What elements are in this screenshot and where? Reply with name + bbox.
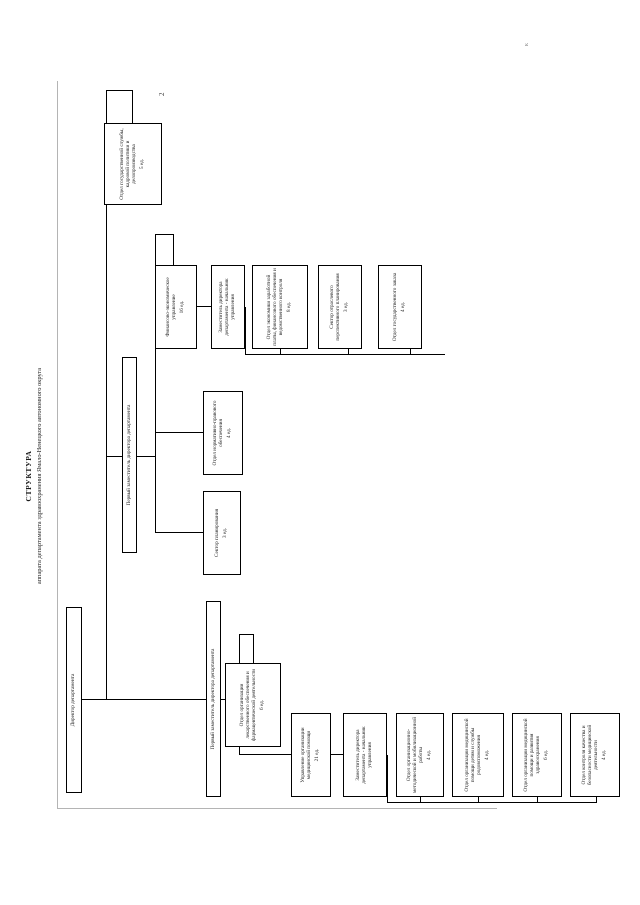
connector-to-med-help-management [239,754,291,755]
connector-to-pharma [239,634,253,635]
connector-to-first-deputy-left [106,699,206,700]
connector-apparat-spine [137,456,155,457]
node-first-deputy-left[interactable]: Первый заместитель директора департамент… [206,601,221,797]
connector-to-first-deputy-apparat [106,456,122,457]
node-state-service[interactable]: Отдел государственной службы, кадровой п… [104,123,162,205]
node-mother-child-count: 4 ед. [483,749,490,761]
node-sector-planning-branch-count: 3 ед. [342,301,349,313]
node-salary-economics-count: 8 ед. [285,301,292,313]
page-title: СТРУКТУРА [24,450,33,502]
corner-mark: к [524,43,530,46]
connector-mobilization-in [420,797,421,803]
node-finance-economy-count: 16 ед. [178,300,185,314]
node-deputy-dept-head-mgr[interactable]: Заместитель директора департамента - нач… [343,713,387,797]
node-deputy-dept-head-mgr-label: Заместитель директора департамента - нач… [355,726,373,784]
node-sector-planning-branch[interactable]: Сектор отраслевого перспективного планир… [318,265,362,349]
connector-normative-legal-drop [155,432,203,433]
node-mother-child-label: Отдел организации медицинской помощи дет… [464,718,482,792]
connector-sector-branch-in [348,349,349,355]
connector-finance-economy-in [173,234,174,265]
node-sector-planning-count: 3 ед. [222,527,228,539]
node-deputy-head-of-dept[interactable]: Заместитель директора департамента - нач… [211,265,245,349]
node-quality-control-count: 4 ед. [600,749,607,761]
node-first-deputy-apparat-label: Первый заместитель директора департамент… [125,404,132,506]
node-quality-control[interactable]: Отдел контроля качества и безопасности м… [570,713,620,797]
node-normative-legal[interactable]: Отдел нормативно-правового обеспечения 4… [203,391,243,475]
connector-med-sub-spine [331,754,343,755]
node-salary-economics-label: Отдел экономики заработной платы, финанс… [266,268,284,346]
connector-pharma-in [253,634,254,663]
connector-salary-economics-in [280,349,281,355]
node-normative-legal-count: 4 ед. [225,427,232,439]
node-sector-planning-label: Сектор планирования [214,509,221,557]
connector-finance-rail-in [245,307,246,355]
node-finance-economy[interactable]: Финансово-экономическое управление 16 ед… [155,265,197,349]
node-state-order[interactable]: Отдел государственного заказа 4 ед. [378,265,422,349]
connector-mother-child-in [478,797,479,803]
connector-apparat-bus-left [155,457,156,533]
node-quality-control-label: Отдел контроля качества и безопасности м… [581,724,599,786]
connector-finance-rail [245,354,445,355]
node-healthcare-development[interactable]: Отдел организации медицинской помощи и р… [512,713,562,797]
org-chart-canvas: СТРУКТУРА аппарата департамента здравоох… [0,47,620,905]
node-salary-economics[interactable]: Отдел экономики заработной платы, финанс… [252,265,308,349]
node-first-deputy-left-label: Первый заместитель директора департамент… [209,648,216,750]
connector-med-rail-in [387,755,388,803]
node-pharma[interactable]: Отдел организации лекарственного обеспеч… [225,663,281,747]
node-state-order-label: Отдел государственного заказа [392,272,399,342]
connector-normative-legal-in [155,384,156,385]
node-pharma-count: 6 ед. [258,699,265,711]
connector-quality-control-in [596,797,597,803]
node-sector-planning-branch-label: Сектор отраслевого перспективного планир… [329,273,342,341]
node-first-deputy-apparat[interactable]: Первый заместитель директора департамент… [122,357,137,553]
connector-sector-planning-drop [155,532,203,533]
node-deputy-head-of-dept-label: Заместитель директора департамента - нач… [218,278,236,336]
node-mobilization[interactable]: Отдел организационно-методической и моби… [396,713,444,797]
node-state-order-count: 4 ед. [400,301,406,313]
connector-finance-sub-spine [197,306,211,307]
node-state-service-label: Отдел государственной службы, кадровой п… [119,128,137,200]
node-state-service-count: 5 ед. [138,158,145,170]
node-normative-legal-label: Отдел нормативно-правового обеспечения [212,400,225,466]
node-pharma-label: Отдел организации лекарственного обеспеч… [239,668,257,742]
connector-med-rail [387,802,537,803]
node-mother-child[interactable]: Отдел организации медицинской помощи дет… [452,713,504,797]
node-med-help-management[interactable]: Управление организации медицинской помощ… [291,713,331,797]
connector-to-state-service [106,90,132,91]
node-healthcare-development-count: 6 ед. [542,749,549,761]
connector-state-service-in [132,90,133,123]
connector-quality-control-rail [537,802,596,803]
node-mobilization-label: Отдел организационно-методической и моби… [406,716,424,794]
node-director[interactable]: Директор департамента [66,607,82,793]
connector-to-finance-economy [155,234,173,235]
connector-director-spine [82,699,106,700]
node-mobilization-count: 4 ед. [425,749,432,761]
frame-line-left [57,808,497,809]
connector-state-order-in [410,349,411,355]
node-sector-planning[interactable]: Сектор планирования 3 ед. [203,491,241,575]
node-med-help-management-count: 21 ед. [313,748,320,762]
frame-line-top [57,81,58,809]
node-finance-economy-label: Финансово-экономическое управление [165,277,178,337]
node-director-label: Директор департамента [70,673,77,727]
page-subtitle: аппарата департамента здравоохранения Ям… [36,367,43,585]
node-healthcare-development-label: Отдел организации медицинской помощи и р… [523,718,541,792]
node-med-help-management-label: Управление организации медицинской помощ… [300,727,313,783]
